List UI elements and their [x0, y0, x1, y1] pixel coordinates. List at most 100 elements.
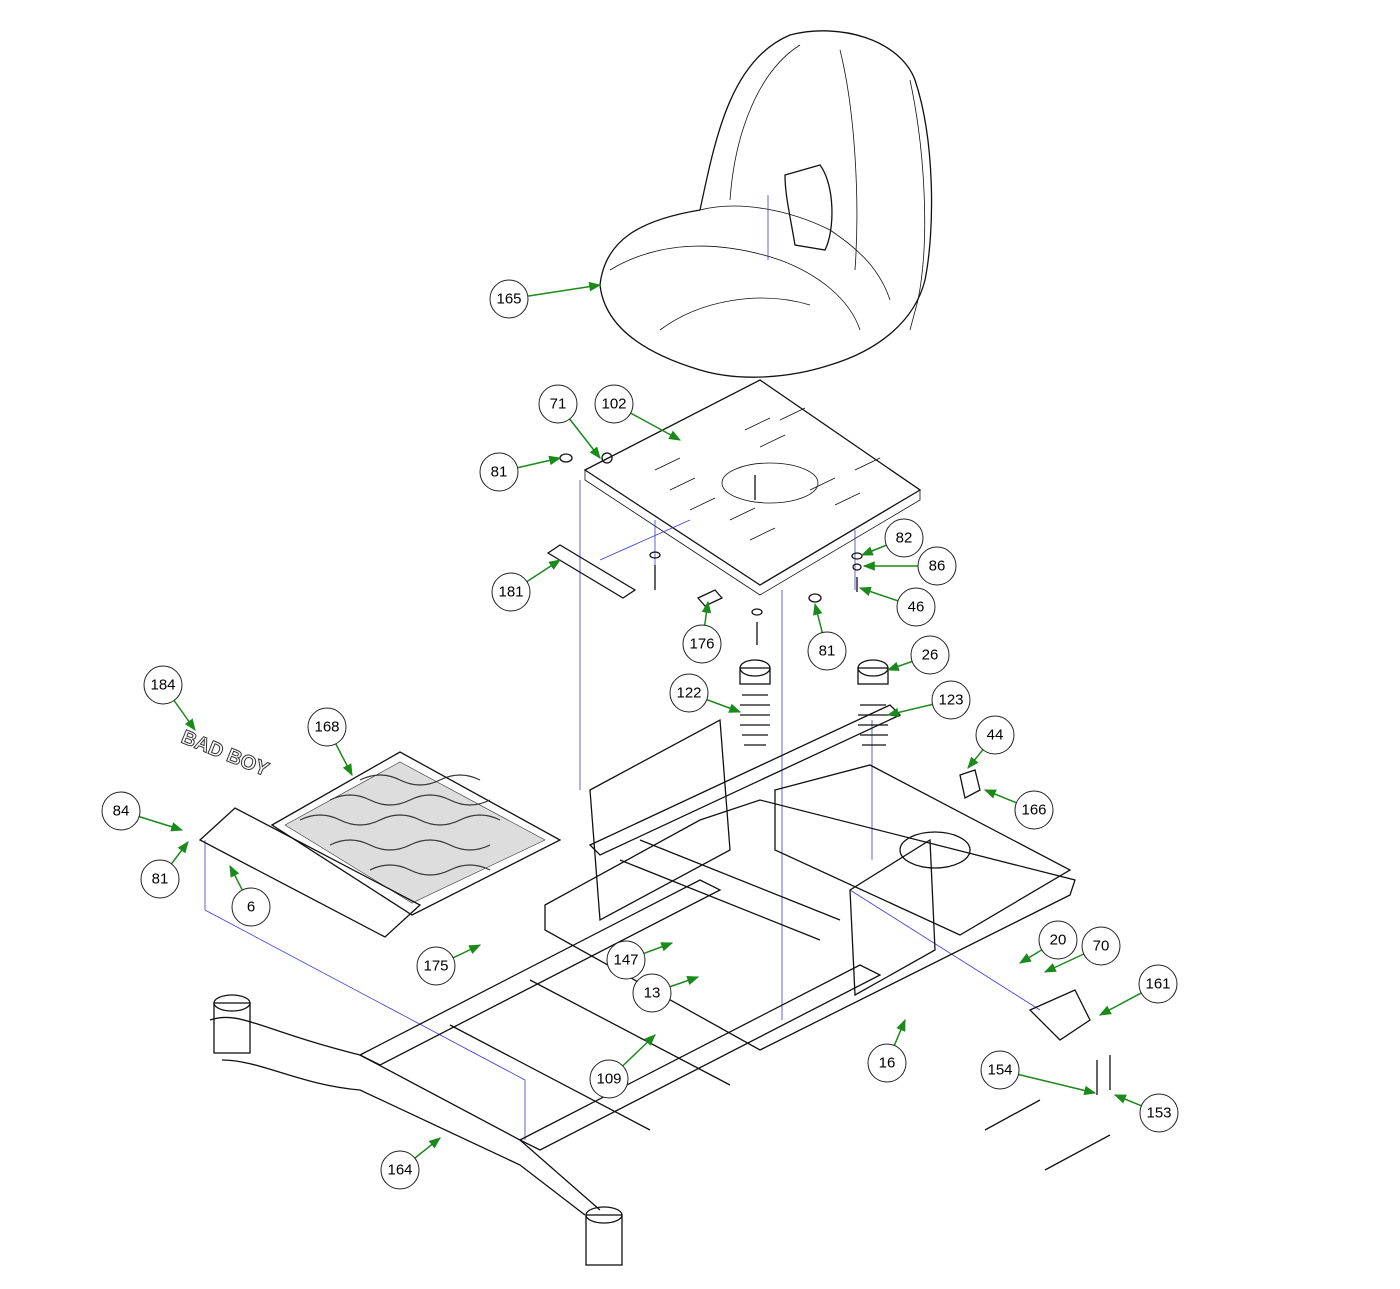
callout-arrow: [630, 412, 682, 441]
callout-82: 82: [860, 518, 924, 558]
callout-circle: [491, 572, 531, 612]
callout-arrow: [1113, 1094, 1142, 1107]
callout-81: 81: [479, 452, 562, 492]
callout-70: 70: [1043, 926, 1121, 973]
callout-arrow: [813, 602, 824, 633]
callout-16: 16: [867, 1018, 907, 1083]
callout-arrow: [893, 1018, 906, 1046]
callout-arrow: [1098, 992, 1142, 1016]
callout-circle: [101, 791, 141, 831]
callout-71: 71: [538, 384, 601, 459]
main-frame: [209, 704, 1111, 1266]
callout-number: 109: [596, 1071, 621, 1088]
callout-circle: [682, 624, 722, 664]
callout-number: 13: [644, 985, 661, 1002]
callout-number: 122: [676, 685, 701, 702]
callout-123: 123: [886, 680, 971, 720]
callout-arrow: [622, 1034, 656, 1067]
callout-circle: [606, 940, 646, 980]
logo-text: BAD BOY: [178, 726, 272, 781]
bad-boy-logo: BAD BOY: [178, 726, 273, 782]
callout-147: 147: [606, 940, 674, 980]
callout-number: 70: [1093, 938, 1110, 955]
callout-number: 81: [152, 871, 169, 888]
callout-arrow: [706, 698, 742, 713]
callout-164: 164: [380, 1137, 441, 1190]
floor-mat: [198, 751, 562, 938]
callout-81: 81: [807, 602, 847, 671]
callout-number: 161: [1145, 976, 1170, 993]
callout-number: 84: [113, 803, 130, 820]
callout-arrow: [170, 841, 189, 865]
callout-circle: [910, 635, 950, 675]
callout-circle: [143, 665, 183, 705]
callout-arrow: [886, 660, 913, 671]
callout-arrow: [1018, 949, 1043, 964]
callout-44: 44: [967, 715, 1015, 769]
callout-number: 166: [1021, 802, 1046, 819]
callout-number: 164: [387, 1162, 412, 1179]
callout-number: 6: [247, 899, 255, 916]
callout-arrow: [452, 944, 482, 959]
callout-circle: [632, 973, 672, 1013]
callout-109: 109: [589, 1034, 656, 1099]
callout-circle: [416, 946, 456, 986]
callout-arrow: [1043, 953, 1085, 973]
callout-154: 154: [980, 1050, 1097, 1096]
callout-102: 102: [594, 384, 682, 441]
callout-153: 153: [1113, 1093, 1179, 1133]
callout-number: 26: [922, 647, 939, 664]
callout-number: 81: [491, 464, 508, 481]
callout-arrow: [335, 743, 353, 777]
callout-circle: [380, 1150, 420, 1190]
callout-number: 184: [150, 677, 175, 694]
callout-number: 165: [496, 291, 521, 308]
callout-number: 71: [550, 396, 567, 413]
callout-circle: [807, 631, 847, 671]
callout-166: 166: [983, 789, 1054, 830]
callout-arrow: [229, 864, 244, 891]
callout-arrow: [669, 976, 700, 988]
callout-84: 84: [101, 791, 184, 832]
callout-arrow: [643, 942, 674, 955]
callout-161: 161: [1098, 964, 1178, 1016]
callout-168: 168: [307, 707, 353, 777]
seat: [599, 30, 933, 378]
callout-number: 153: [1146, 1105, 1171, 1122]
callout-circle: [589, 1059, 629, 1099]
callout-number: 102: [601, 396, 626, 413]
callout-arrow: [138, 815, 184, 832]
callout-181: 181: [491, 559, 562, 612]
callout-175: 175: [416, 944, 482, 986]
callout-165: 165: [489, 279, 602, 319]
callout-26: 26: [886, 635, 950, 675]
guide-lines: [204, 480, 1041, 1140]
callout-122: 122: [669, 673, 742, 713]
callout-arrow: [701, 600, 712, 626]
callout-86: 86: [862, 546, 957, 586]
callout-circle: [867, 1043, 907, 1083]
seat-plate: [583, 379, 922, 596]
callout-circle: [896, 587, 936, 627]
callout-number: 154: [987, 1062, 1012, 1079]
callout-circle: [931, 680, 971, 720]
callout-arrow: [886, 703, 933, 718]
callout-arrow: [414, 1137, 441, 1159]
callout-circle: [489, 279, 529, 319]
springs: [739, 659, 889, 746]
callout-circle: [884, 518, 924, 558]
callout-number: 16: [879, 1055, 896, 1072]
callout-number: 147: [613, 952, 638, 969]
callout-81: 81: [140, 841, 189, 899]
callout-number: 175: [423, 958, 448, 975]
callout-circle: [1038, 920, 1078, 960]
callout-number: 181: [498, 584, 523, 601]
callout-number: 86: [929, 558, 946, 575]
callout-circle: [140, 859, 180, 899]
callout-circle: [594, 384, 634, 424]
callout-number: 44: [987, 727, 1004, 744]
callout-13: 13: [632, 973, 700, 1013]
